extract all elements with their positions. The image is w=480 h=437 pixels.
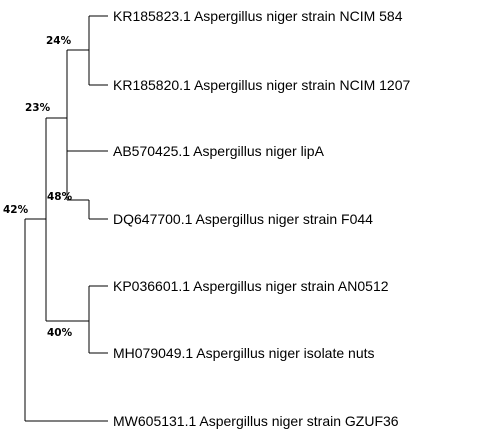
leaf-label-4: DQ647700.1 Aspergillus niger strain F044 <box>113 211 373 227</box>
support-values: 24% 23% 48% 40% 42% <box>3 35 73 339</box>
support-value-node-c: 40% <box>47 327 73 339</box>
support-value-node-a: 24% <box>46 35 72 47</box>
support-value-leaf-4-node: 48% <box>47 191 73 203</box>
support-value-node-d: 42% <box>3 204 29 216</box>
leaf-label-5: KP036601.1 Aspergillus niger strain AN05… <box>113 278 389 294</box>
leaf-label-2: KR185820.1 Aspergillus niger strain NCIM… <box>113 77 410 93</box>
leaf-label-7: MW605131.1 Aspergillus niger strain GZUF… <box>113 413 399 429</box>
tree-branches <box>24 15 108 422</box>
leaf-label-1: KR185823.1 Aspergillus niger strain NCIM… <box>113 8 403 24</box>
leaf-label-3: AB570425.1 Aspergillus niger lipA <box>113 143 325 159</box>
leaf-labels: KR185823.1 Aspergillus niger strain NCIM… <box>113 8 410 429</box>
leaf-label-6: MH079049.1 Aspergillus niger isolate nut… <box>113 345 375 361</box>
support-value-node-b: 23% <box>25 102 51 114</box>
